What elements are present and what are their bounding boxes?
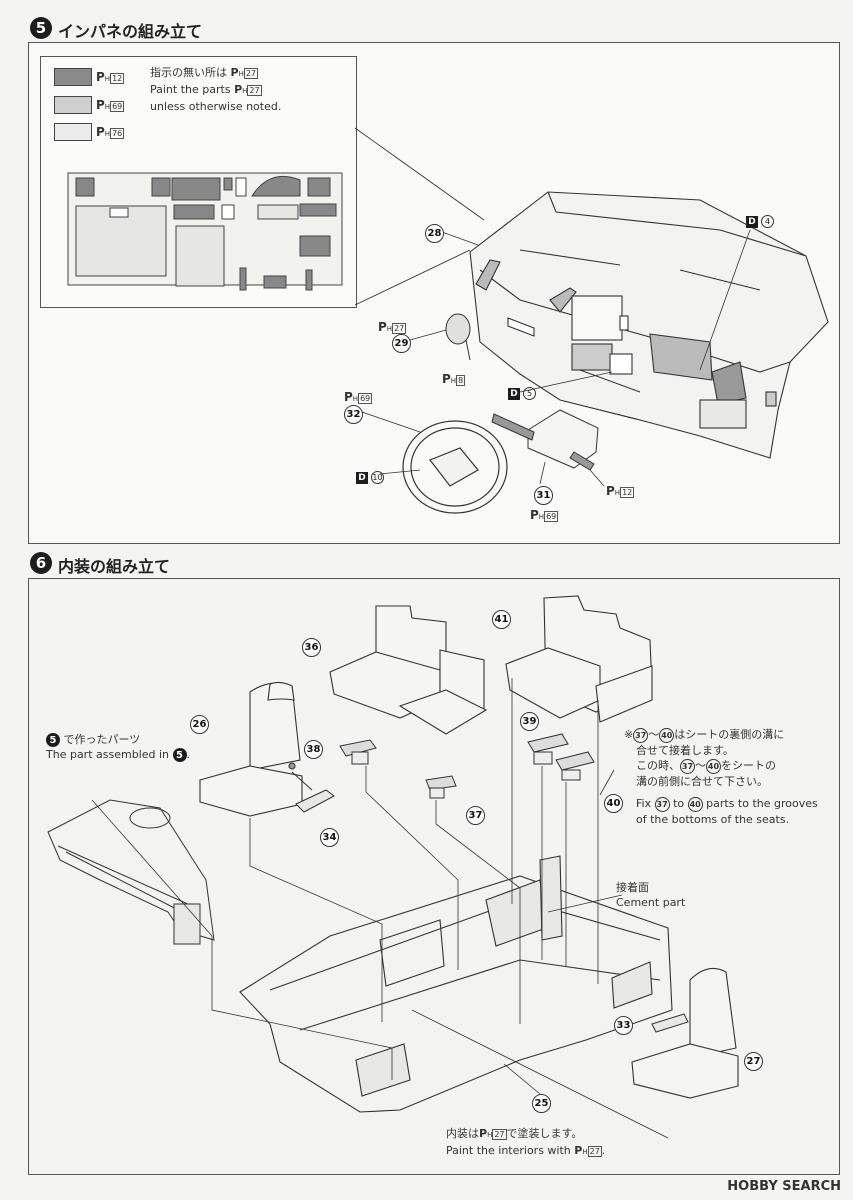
steering-wheel-32: [402, 420, 508, 514]
leader-lines: [354, 127, 485, 306]
inset-dashboard-detail: [67, 172, 343, 291]
part-27-label: 27: [744, 1052, 763, 1071]
seat-groove-note-en: Fix 37 to 40 parts to the grooves of the…: [636, 797, 818, 826]
seat-clip-39: [527, 733, 569, 765]
part-37-label: 37: [466, 806, 485, 825]
watermark-logo: HOBBY SEARCH: [727, 1179, 841, 1194]
rear-seat-41: [505, 595, 653, 723]
from-step5-note: 5 で作ったパーツ The part assembled in 5.: [46, 733, 191, 762]
step6-number-badge: 6: [30, 552, 52, 574]
floor-tub-25: [239, 855, 673, 1113]
part-32-label: 32: [344, 405, 363, 424]
seat-clip-38: [339, 739, 377, 765]
part-34-label: 34: [320, 828, 339, 847]
stalk-part-29: [445, 313, 471, 361]
part-38-label: 38: [304, 740, 323, 759]
armrest-33: [651, 1013, 689, 1033]
part-33-label: 33: [614, 1016, 633, 1035]
part-26-label: 26: [190, 715, 209, 734]
step6-panel: [28, 578, 840, 1175]
color-swatch-dark: [54, 68, 92, 86]
part-29-label: 29: [392, 334, 411, 353]
part-31-label: 31: [534, 486, 553, 505]
color-swatch-pale: [54, 123, 92, 141]
part-41-label: 41: [492, 610, 511, 629]
part-40-label: 40: [604, 794, 623, 813]
seat-clip-40: [555, 751, 595, 781]
color-swatch-light: [54, 96, 92, 114]
armrest-34: [291, 771, 335, 813]
step6-title: 内装の組み立て: [58, 557, 171, 576]
step6-guide-lines: [91, 678, 669, 1139]
seat-clip-37: [425, 775, 457, 799]
part-28-label: 28: [425, 224, 444, 243]
dash-assembly-from-step5: [47, 799, 215, 945]
driver-seat-26: [199, 681, 303, 817]
cement-part-note: 接着面 Cement part: [616, 881, 686, 909]
part-39-label: 39: [520, 712, 539, 731]
dashboard-part-28: [469, 191, 829, 459]
step5-callout-lines: [361, 229, 751, 487]
part-36-label: 36: [302, 638, 321, 657]
step5-title: インパネの組み立て: [58, 22, 203, 41]
front-seat-27: [631, 967, 739, 1099]
steering-column-31: [491, 369, 641, 471]
step5-number-badge: 5: [30, 17, 52, 39]
part-25-label: 25: [532, 1094, 551, 1113]
rear-seat-36: [329, 605, 488, 735]
